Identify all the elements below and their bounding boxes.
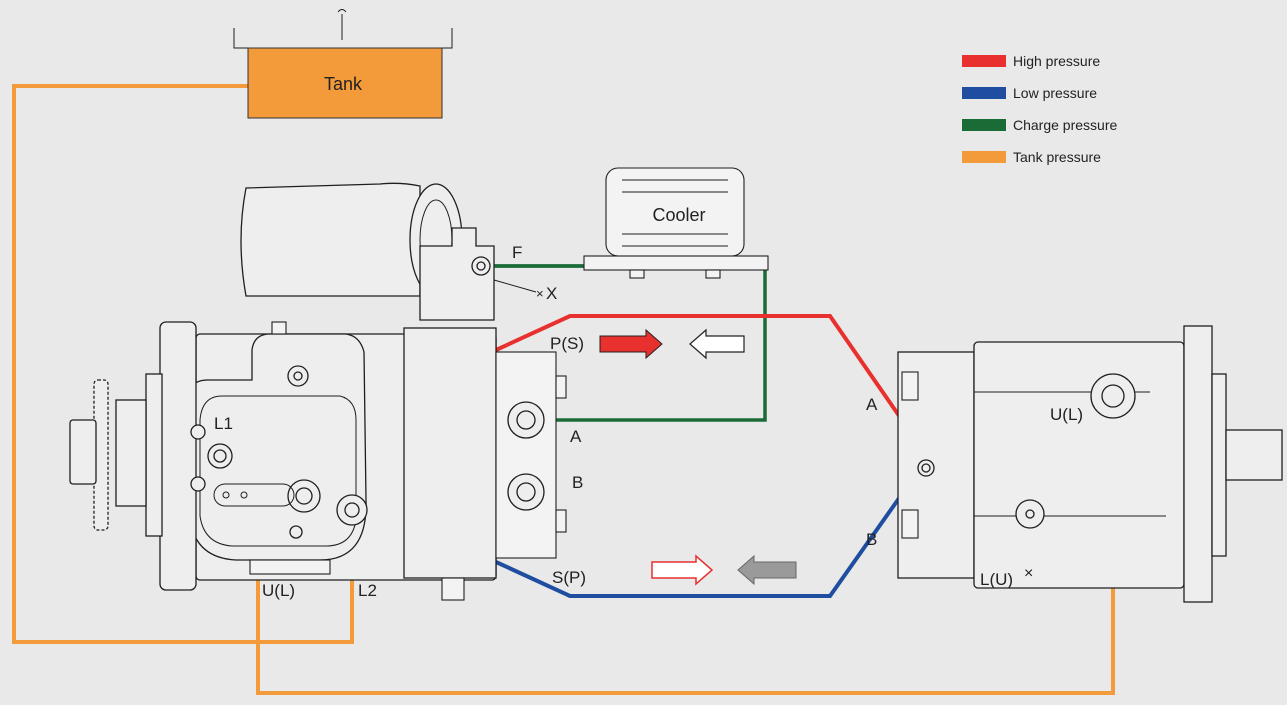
legend: High pressure Low pressure Charge pressu… — [962, 53, 1117, 165]
label-L1: L1 — [214, 414, 233, 433]
legend-label-high: High pressure — [1013, 53, 1100, 69]
pump-assembly — [70, 183, 566, 600]
label-L2: L2 — [358, 581, 377, 600]
label-pump-A: A — [570, 427, 582, 446]
label-pump-UL: U(L) — [262, 581, 295, 600]
label-PS: P(S) — [550, 334, 584, 353]
high-pressure-line — [496, 316, 902, 420]
legend-label-tank: Tank pressure — [1013, 149, 1101, 165]
label-motor-B: B — [866, 530, 877, 549]
label-pump-B: B — [572, 473, 583, 492]
label-motor-A: A — [866, 395, 878, 414]
label-motor-LU: L(U) — [980, 570, 1013, 589]
lu-marker-icon: × — [1024, 565, 1033, 582]
arrow-outline-red-right-icon — [652, 556, 712, 584]
x-marker-icon: × — [536, 286, 544, 301]
legend-swatch-charge — [962, 119, 1006, 131]
label-F: F — [512, 243, 522, 262]
legend-swatch-high — [962, 55, 1006, 67]
motor-assembly — [898, 326, 1282, 602]
legend-label-charge: Charge pressure — [1013, 117, 1117, 133]
legend-swatch-low — [962, 87, 1006, 99]
cooler-label: Cooler — [652, 205, 705, 225]
legend-label-low: Low pressure — [1013, 85, 1097, 101]
tank-label: Tank — [324, 74, 363, 94]
tank: Tank — [234, 10, 452, 119]
label-motor-UL: U(L) — [1050, 405, 1083, 424]
arrow-high-filled-icon — [600, 330, 662, 358]
label-X: X — [546, 284, 557, 303]
label-SP: S(P) — [552, 568, 586, 587]
arrow-gray-left-icon — [738, 556, 796, 584]
cooler: Cooler — [584, 168, 768, 278]
legend-swatch-tank — [962, 151, 1006, 163]
arrow-outline-left-icon — [690, 330, 744, 358]
